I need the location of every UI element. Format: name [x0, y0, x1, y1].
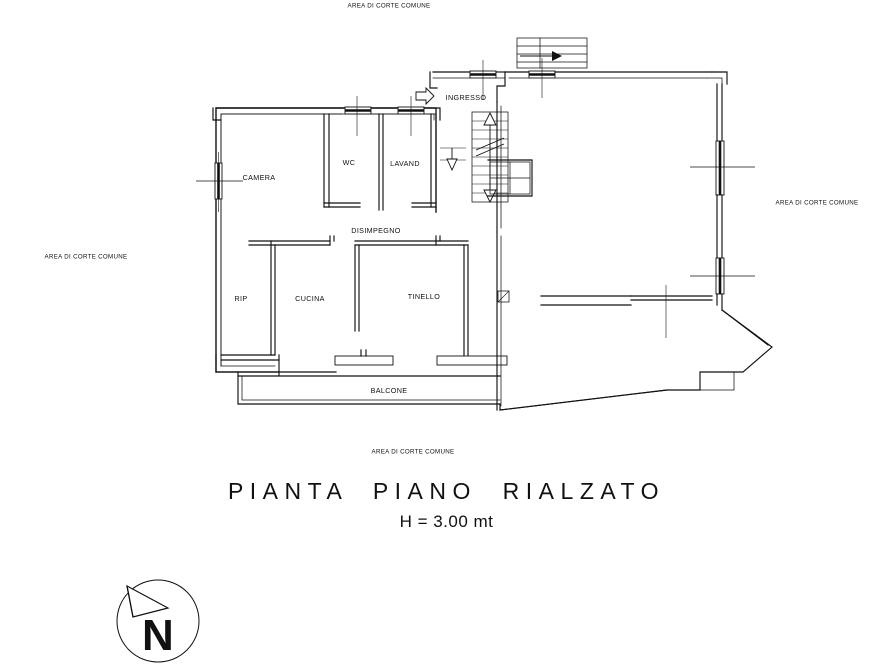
room-label-balcone: BALCONE — [371, 386, 408, 395]
courtyard-labels: AREA DI CORTE COMUNE AREA DI CORTE COMUN… — [45, 3, 859, 456]
interior-wall-wc-lavand — [378, 113, 384, 211]
room-label-camera: CAMERA — [243, 173, 276, 182]
north-letter: N — [142, 611, 174, 660]
room-label-disimpegno: DISIMPEGNO — [351, 226, 400, 235]
entrance-hall — [415, 60, 506, 233]
apartment-north-wall — [212, 96, 441, 136]
room-label-ingresso: INGRESSO — [446, 93, 487, 102]
interior-wall-rip-cucina — [220, 240, 280, 361]
door-swing-lavand — [440, 147, 466, 172]
camera-window-west — [196, 107, 243, 373]
apartment-outer-walls — [215, 107, 437, 373]
interior-wall-camera-wc — [323, 113, 361, 208]
adjacent-stair-arrow — [520, 51, 562, 61]
room-labels: CAMERA WC LAVAND INGRESSO DISIMPEGNO RIP… — [234, 93, 486, 395]
staircase — [471, 111, 533, 204]
north-arrow-icon: N — [116, 579, 200, 663]
page-title: PIANTA PIANO RIALZATO — [227, 478, 666, 504]
room-label-rip: RIP — [234, 294, 247, 303]
room-label-wc: WC — [343, 158, 356, 167]
room-label-cucina: CUCINA — [295, 294, 325, 303]
interior-wall-disimpegno — [248, 235, 469, 246]
interior-wall-cucina-tinello — [354, 244, 360, 332]
area-label-bottom: AREA DI CORTE COMUNE — [372, 449, 455, 456]
adjacent-unit-outline — [496, 37, 773, 411]
area-label-right: AREA DI CORTE COMUNE — [776, 200, 859, 207]
room-label-lavand: LAVAND — [390, 159, 420, 168]
entrance-direction-arrow — [415, 86, 435, 106]
interior-wall-tinello-east — [463, 244, 469, 363]
area-label-top: AREA DI CORTE COMUNE — [348, 3, 431, 10]
apartment-south-wall-and-balcony — [215, 349, 508, 405]
room-label-tinello: TINELLO — [408, 292, 440, 301]
area-label-left: AREA DI CORTE COMUNE — [45, 254, 128, 261]
stair-up-arrow — [483, 111, 497, 152]
page-subtitle: H = 3.00 mt — [399, 512, 494, 531]
